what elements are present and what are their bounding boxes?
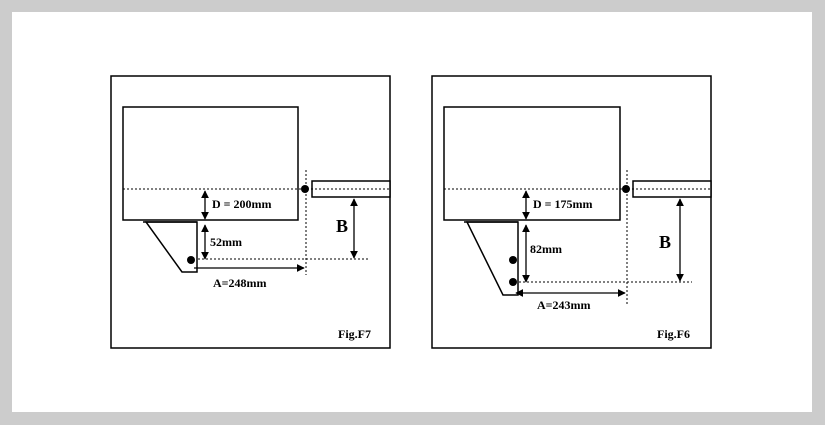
f7-hood-bracket bbox=[144, 221, 198, 273]
f6-caption: Fig.F6 bbox=[657, 327, 690, 341]
f6-pivot-dot-lower bbox=[509, 278, 517, 286]
f7-d-label: D = 200mm bbox=[212, 197, 272, 211]
figure-f6-border bbox=[431, 75, 712, 349]
f7-a-label: A=248mm bbox=[213, 276, 267, 290]
f6-b-label: B bbox=[659, 232, 671, 252]
f7-pivot-dot-lower bbox=[187, 256, 195, 264]
figure-f6: D = 175mm 82mm A=243mm B Fig.F6 bbox=[431, 75, 712, 349]
f7-b-label: B bbox=[336, 216, 348, 236]
f6-a-label: A=243mm bbox=[537, 298, 591, 312]
f7-pivot-dot-upper bbox=[301, 185, 309, 193]
f6-cabinet bbox=[443, 106, 621, 221]
figure-f7-border bbox=[110, 75, 391, 349]
f7-cabinet bbox=[122, 106, 299, 221]
f7-caption: Fig.F7 bbox=[338, 327, 371, 341]
f6-height-label: 82mm bbox=[530, 242, 562, 256]
f6-d-label: D = 175mm bbox=[533, 197, 593, 211]
figure-f7: D = 200mm 52mm A=248mm B Fig.F7 bbox=[110, 75, 391, 349]
f6-pivot-dot-upper bbox=[622, 185, 630, 193]
f6-pivot-dot-middle bbox=[509, 256, 517, 264]
f7-height-label: 52mm bbox=[210, 235, 242, 249]
